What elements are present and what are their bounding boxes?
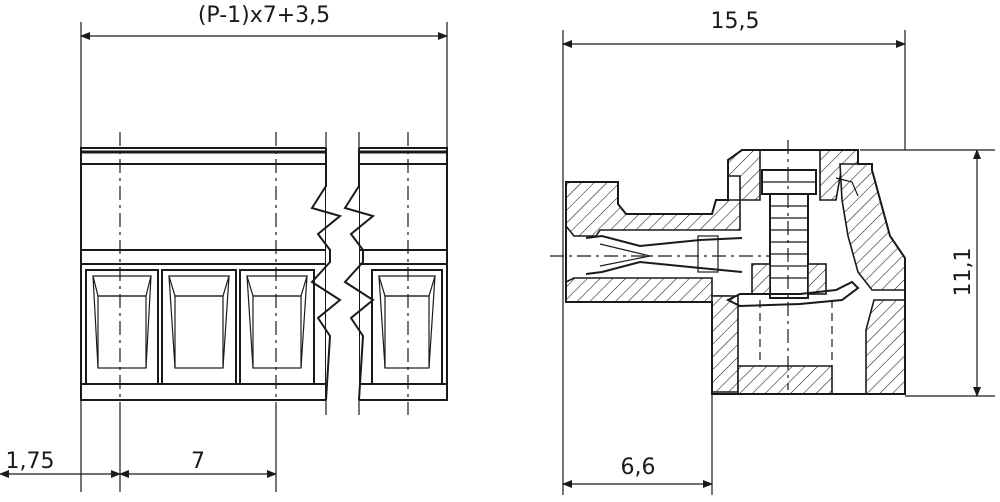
pitch-dimension-label: 7	[191, 449, 205, 474]
length-dimension-label: 15,5	[711, 9, 760, 34]
clamp-screw	[751, 169, 827, 299]
housing-outline	[565, 149, 906, 395]
front-body-right	[358, 147, 448, 401]
break-line	[343, 148, 376, 401]
socket-2	[161, 269, 237, 385]
side-view: 15,5 11,1 6,6	[550, 9, 995, 495]
socket-4	[371, 269, 443, 385]
width-dimension-label: (P-1)x7+3,5	[198, 3, 330, 28]
socket-1	[85, 269, 159, 385]
socket-3	[239, 269, 315, 385]
edge-offset-dimension-label: 1,75	[6, 449, 55, 474]
front-view: (P-1)x7+3,5	[0, 3, 448, 492]
break-line	[310, 148, 343, 401]
front-body-left	[80, 147, 327, 401]
height-dimension-label: 11,1	[951, 248, 976, 297]
depth-dimension-label: 6,6	[621, 455, 656, 480]
